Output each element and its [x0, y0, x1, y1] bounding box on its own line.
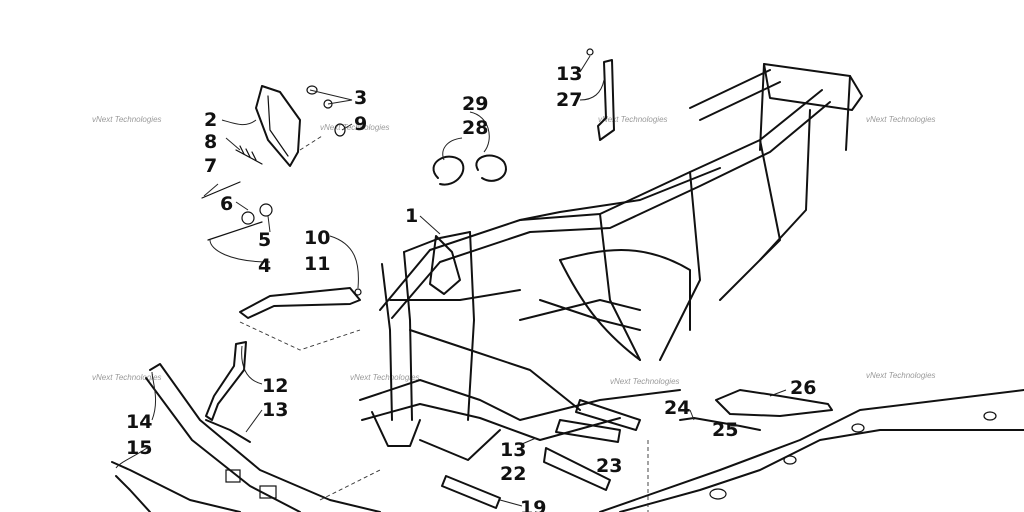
callout-23: 23	[596, 455, 622, 477]
callout-4: 4	[258, 255, 271, 277]
callout-29: 29	[462, 93, 488, 115]
callout-28: 28	[462, 117, 488, 139]
clips	[432, 154, 507, 186]
callout-22: 22	[500, 463, 526, 485]
front-bumper	[111, 363, 381, 512]
callout-14: 14	[126, 411, 152, 433]
callout-13-top: 13	[556, 63, 582, 85]
pads	[543, 399, 641, 491]
callout-10: 10	[304, 227, 330, 249]
callout-1: 1	[405, 205, 418, 227]
bracket-27	[586, 48, 615, 141]
callouts: 1 2 3 4 5 6 7 8 9 10 11 12 13 13 13 14 1…	[126, 63, 816, 512]
callout-11: 11	[304, 253, 330, 275]
skid-plate	[599, 389, 1024, 512]
callout-6: 6	[220, 193, 233, 215]
headlight-assembly	[201, 85, 346, 241]
callout-3: 3	[354, 87, 367, 109]
callout-8: 8	[204, 131, 217, 153]
callout-13-left: 13	[262, 399, 288, 421]
watermark-4: vNext Technologies	[866, 115, 936, 124]
main-frame	[359, 63, 863, 461]
watermark-3: vNext Technologies	[598, 115, 668, 124]
bracket-19	[441, 475, 501, 509]
callout-2: 2	[204, 109, 217, 131]
callout-15: 15	[126, 437, 152, 459]
watermark-5: vNext Technologies	[92, 373, 162, 382]
callout-25: 25	[712, 419, 738, 441]
leader-lines	[115, 55, 787, 507]
brace-10-11	[239, 287, 362, 319]
callout-27: 27	[556, 89, 582, 111]
watermark-6: vNext Technologies	[350, 373, 420, 382]
callout-24: 24	[664, 397, 690, 419]
callout-9: 9	[354, 113, 367, 135]
watermark-2: vNext Technologies	[320, 123, 390, 132]
watermark-8: vNext Technologies	[866, 371, 936, 380]
callout-13-center: 13	[500, 439, 526, 461]
watermark-1: vNext Technologies	[92, 115, 162, 124]
watermarks: vNext Technologies vNext Technologies vN…	[92, 115, 936, 386]
watermark-7: vNext Technologies	[610, 377, 680, 386]
callout-12: 12	[262, 375, 288, 397]
callout-26: 26	[790, 377, 816, 399]
dashed-lines	[239, 135, 649, 512]
callout-5: 5	[258, 229, 271, 251]
callout-7: 7	[204, 155, 217, 177]
callout-19: 19	[520, 497, 546, 512]
bracket-12	[205, 341, 247, 421]
